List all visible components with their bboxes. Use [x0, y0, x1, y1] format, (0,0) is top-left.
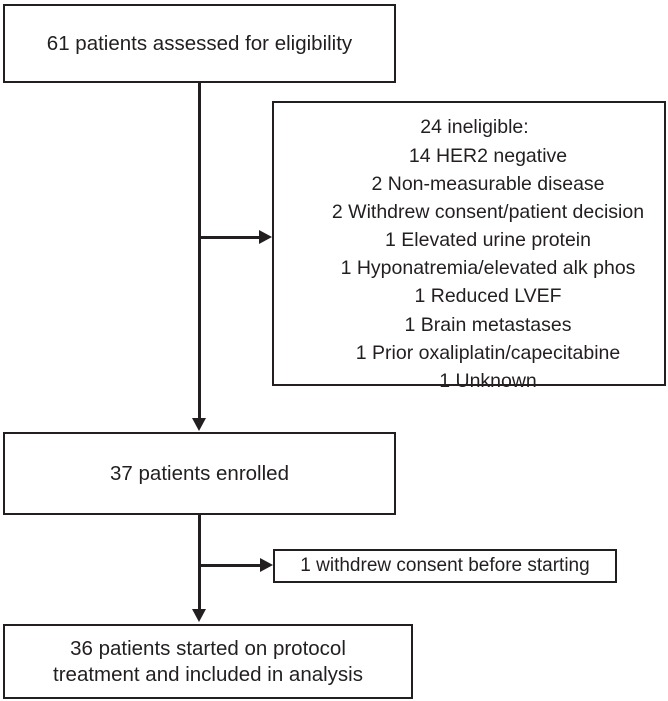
node-patients-assessed-label: 61 patients assessed for eligibility: [46, 31, 353, 55]
connector-assessed-to-ineligible-line: [198, 236, 260, 239]
arrowhead-down-icon-enrolled: [192, 418, 206, 431]
list-item: 2 Non-measurable disease: [371, 173, 605, 196]
arrowhead-down-icon-started: [192, 609, 206, 622]
node-ineligible-header: 24 ineligible:: [420, 116, 529, 138]
list-item: 1 Unknown: [439, 369, 537, 392]
list-item: 14 HER2 negative: [408, 145, 568, 168]
node-withdrew-consent-label: 1 withdrew consent before starting: [300, 555, 590, 577]
list-item: 2 Withdrew consent/patient decision: [331, 201, 645, 224]
node-ineligible: 24 ineligible: 14 HER2 negative 2 Non-me…: [272, 101, 666, 392]
node-withdrew-consent: 1 withdrew consent before starting: [273, 549, 617, 583]
list-item: 1 Elevated urine protein: [385, 229, 591, 252]
arrowhead-right-icon-withdrew: [260, 558, 273, 572]
node-patients-enrolled-label: 37 patients enrolled: [110, 461, 289, 485]
arrowhead-right-icon-ineligible: [259, 230, 272, 244]
list-item: 1 Brain metastases: [404, 313, 572, 336]
node-patients-started: 36 patients started on protocol treatmen…: [3, 624, 413, 699]
list-item: 1 Prior oxaliplatin/capecitabine: [355, 341, 621, 364]
connector-assessed-to-enrolled-line: [198, 83, 201, 420]
node-patients-assessed: 61 patients assessed for eligibility: [3, 4, 396, 83]
list-item: 1 Reduced LVEF: [414, 285, 562, 308]
connector-enrolled-to-withdrew-line: [198, 564, 261, 567]
list-item: 1 Hyponatremia/elevated alk phos: [340, 257, 636, 280]
node-patients-started-label: 36 patients started on protocol treatmen…: [53, 636, 363, 686]
connector-enrolled-to-started-line: [198, 515, 201, 611]
ineligible-reason-list: 14 HER2 negative 2 Non-measurable diseas…: [285, 142, 664, 395]
node-patients-enrolled: 37 patients enrolled: [3, 432, 396, 515]
